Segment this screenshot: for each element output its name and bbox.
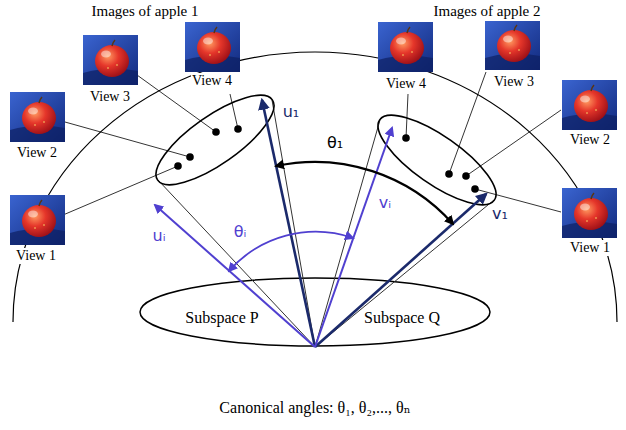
vector-label: vᵢ [378, 194, 392, 212]
leader-line [65, 122, 190, 157]
view-label: View 2 [16, 145, 58, 161]
leader-line [475, 189, 561, 212]
basis-vector [155, 205, 315, 347]
data-point [174, 162, 182, 170]
leader-line [63, 166, 178, 215]
basis-vector [315, 194, 486, 347]
view-label: View 1 [15, 248, 57, 264]
apple-photo [185, 22, 240, 72]
data-point [212, 128, 220, 136]
angle-label: θ₁ [326, 134, 344, 152]
data-point [186, 153, 194, 161]
view-label: View 3 [89, 89, 131, 105]
data-point [462, 172, 470, 180]
leader-line [449, 72, 486, 174]
angle-arc [229, 232, 353, 271]
heading-label: Images of apple 2 [432, 3, 541, 20]
view-label: View 4 [191, 73, 233, 89]
base-ellipse [140, 278, 490, 346]
view-label: View 2 [569, 132, 611, 148]
data-point [402, 134, 410, 142]
apple-photo [485, 20, 540, 70]
view-label: View 4 [385, 76, 427, 92]
caption: Canonical angles: θ₁, θ₂,..., θₙ [218, 399, 411, 417]
apple-photo [10, 92, 65, 142]
view-label: View 3 [493, 74, 535, 90]
angle-label: θᵢ [233, 223, 248, 241]
heading-label: Images of apple 1 [90, 3, 199, 20]
leader-line [406, 94, 408, 138]
data-point [234, 125, 242, 133]
apple-photo [83, 35, 138, 85]
data-point [471, 185, 479, 193]
leader-line [466, 110, 561, 176]
subspace-label: Subspace P [184, 309, 259, 327]
subspace-ellipse [144, 80, 286, 200]
vector-label: uᵢ [152, 227, 167, 245]
angle-arc [276, 162, 453, 224]
apple-photo [378, 22, 433, 72]
data-point [445, 170, 453, 178]
apple-photo [10, 195, 65, 245]
cone-line [272, 100, 315, 347]
vector-label: u₁ [282, 103, 301, 121]
subspace-ellipse [366, 100, 508, 220]
apple-photo [562, 80, 617, 130]
vector-label: v₁ [491, 205, 509, 223]
basis-vector [262, 100, 315, 347]
apple-photo [562, 188, 617, 238]
subspace-label: Subspace Q [363, 309, 441, 327]
hemisphere [13, 52, 617, 322]
view-label: View 1 [569, 240, 611, 256]
leader-line [230, 94, 238, 129]
